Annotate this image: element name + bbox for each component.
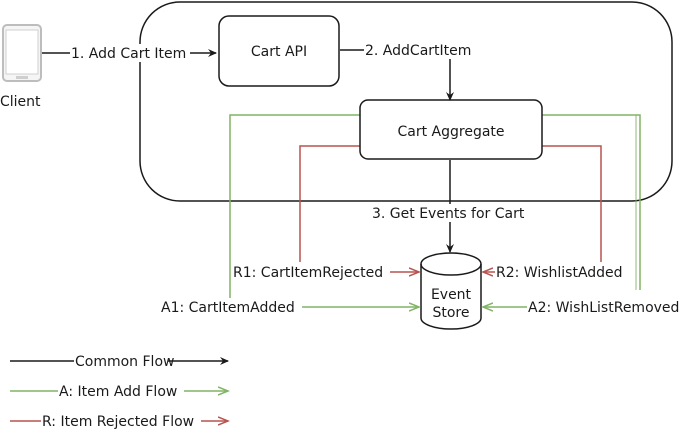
database-cylinder-icon [420,252,482,330]
legend-item-common: Common Flow [10,352,229,370]
event-store-label-line2: Store [432,305,469,321]
client-node[interactable]: Client [0,24,42,110]
edge-label-r2: R2: WishlistAdded [496,265,623,281]
event-store-node[interactable]: Event Store [420,252,482,330]
edge-label-add-cart-item: 1. Add Cart Item [71,46,186,62]
cart-api-node[interactable]: Cart API [218,15,340,87]
edge-label-a1: A1: CartItemAdded [161,300,295,316]
legend-item-add: A: Item Add Flow [10,382,228,400]
event-store-label-line1: Event [431,287,472,303]
cart-aggregate-node[interactable]: Cart Aggregate [359,99,543,160]
reject-flow-line-left [299,145,360,262]
legend-item-reject: R: Item Rejected Flow [10,412,228,430]
edge-label-get-events: 3. Get Events for Cart [372,206,525,222]
add-flow-line-right [542,114,641,290]
cart-aggregate-label: Cart Aggregate [397,124,504,140]
service-boundary [139,1,673,202]
legend: Common Flow A: Item Add Flow R: Item Rej… [10,352,228,430]
legend-label-common: Common Flow [75,354,174,370]
legend-label-reject: R: Item Rejected Flow [42,414,194,430]
edge-label-r1: R1: CartItemRejected [233,265,383,281]
add-flow-line-left [229,114,360,307]
edge-label-add-cart-item-cmd: 2. AddCartItem [365,43,471,59]
mobile-device-icon [2,24,42,82]
reject-flow-line-right [542,145,602,262]
edge-label-a2: A2: WishListRemoved [528,300,679,316]
cart-api-label: Cart API [251,44,307,60]
client-label: Client [0,94,41,110]
legend-label-add: A: Item Add Flow [59,384,177,400]
